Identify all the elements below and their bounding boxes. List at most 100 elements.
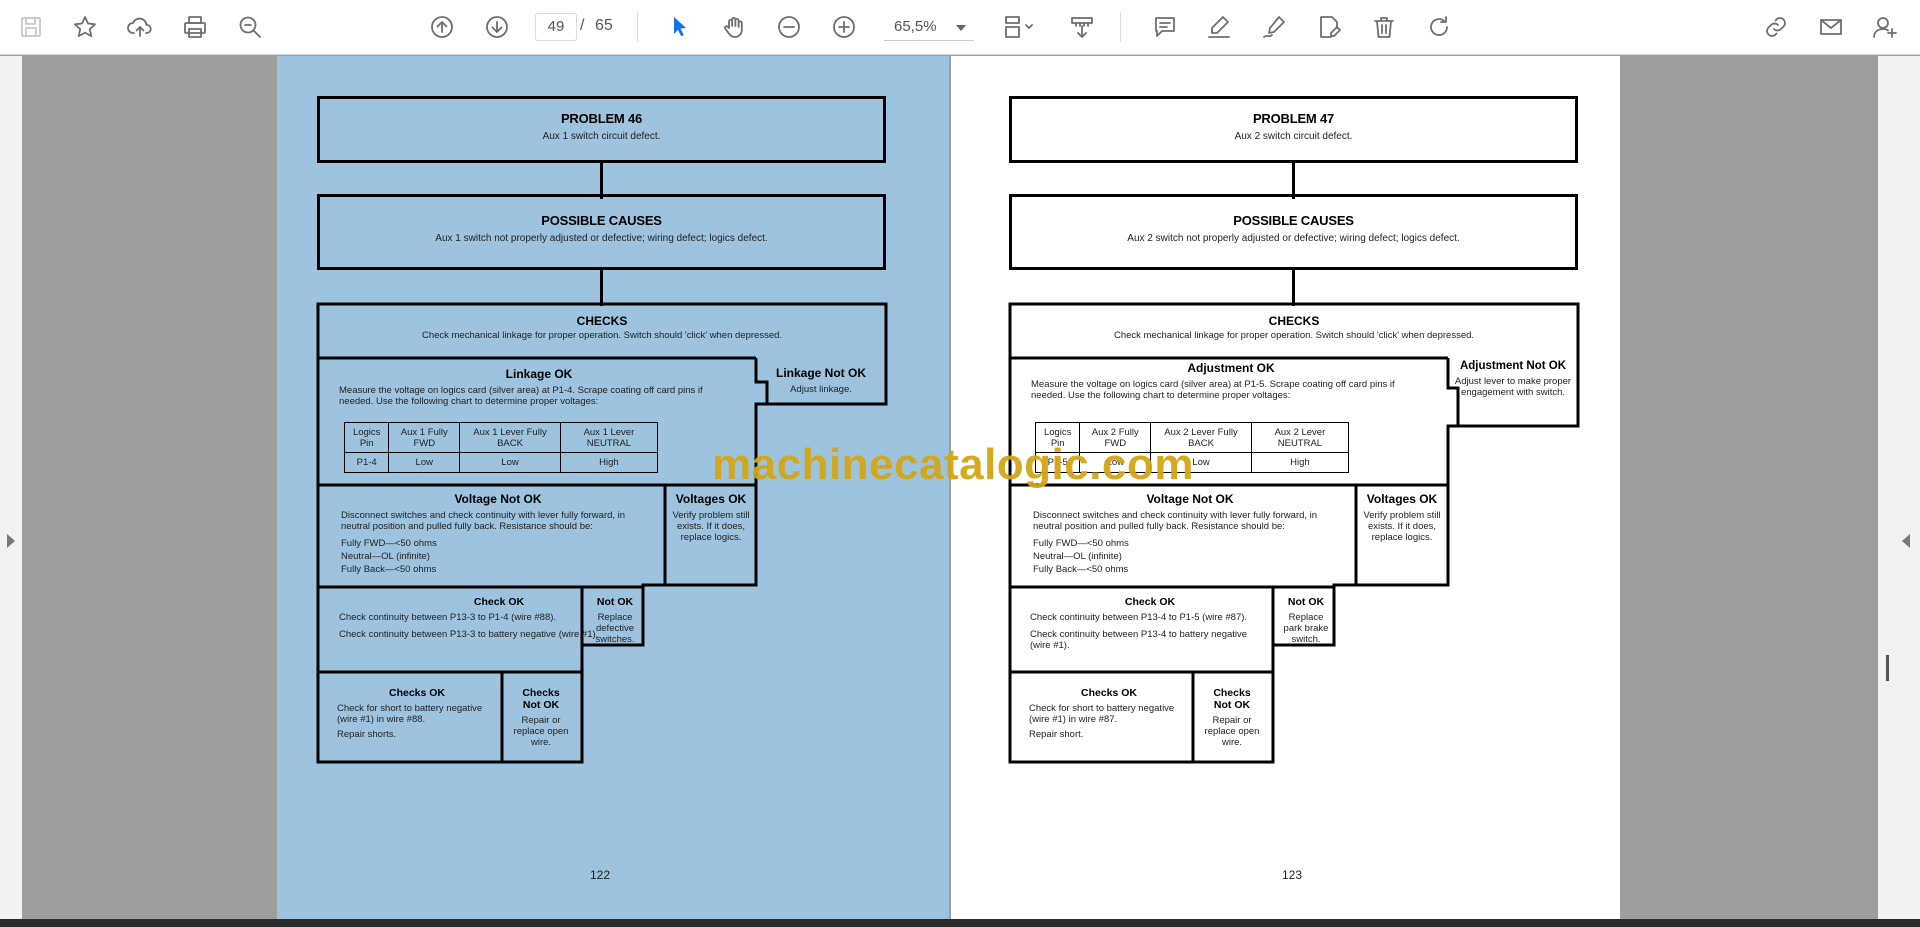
voltages-ok-title: Voltages OK — [675, 492, 747, 506]
connector-line — [1292, 270, 1295, 306]
causes-title: POSSIBLE CAUSES — [541, 213, 662, 228]
delete-trash-icon[interactable] — [1365, 8, 1403, 46]
checks-not-ok-section: Checks Not OK Repair or replace open wir… — [513, 687, 569, 748]
save-icon[interactable] — [12, 8, 50, 46]
table-header-cell: Aux 2 Lever NEUTRAL — [1250, 422, 1350, 453]
problem-box: PROBLEM 47 Aux 2 switch circuit defect. — [1009, 96, 1578, 163]
voltages-ok-title: Voltages OK — [1366, 492, 1438, 506]
page-display-mode-icon[interactable] — [996, 8, 1040, 46]
checks-subtitle: Check mechanical linkage for proper oper… — [1113, 330, 1475, 341]
adjustment-not-ok-body: Adjust lever to make proper engagement w… — [1454, 376, 1572, 398]
resistance-line: Fully FWD—<50 ohms — [1033, 538, 1129, 549]
left-panel-strip — [0, 56, 22, 920]
comment-icon[interactable] — [1146, 8, 1184, 46]
table-header-cell: Aux 1 Lever NEUTRAL — [559, 422, 659, 453]
causes-title: POSSIBLE CAUSES — [1233, 213, 1354, 228]
page-number: 123 — [1282, 868, 1303, 882]
zoom-in-icon[interactable] — [825, 8, 863, 46]
zoom-out-icon[interactable] — [770, 8, 808, 46]
previous-page-icon[interactable] — [423, 8, 461, 46]
page-total: 65 — [595, 17, 613, 34]
page-separator: / — [580, 17, 585, 34]
linkage-ok-body: Measure the voltage on logics card (silv… — [339, 385, 703, 407]
checks-ok-body: Check for short to battery negative (wir… — [1029, 703, 1175, 725]
voltages-ok-section: Voltages OK Verify problem still exists.… — [1360, 492, 1444, 543]
voltages-ok-body: Verify problem still exists. If it does,… — [1363, 510, 1441, 543]
checks-section: CHECKS Check mechanical linkage for prop… — [321, 314, 883, 341]
check-ok-section: Check OK Check continuity between P13-4 … — [1030, 596, 1270, 651]
possible-causes-box: POSSIBLE CAUSES Aux 1 switch not properl… — [317, 194, 886, 270]
adjustment-ok-title: Adjustment OK — [1187, 361, 1275, 375]
voltage-not-ok-title: Voltage Not OK — [1146, 492, 1234, 506]
table-cell: High — [559, 452, 659, 473]
right-panel-strip — [1878, 56, 1920, 920]
page-123: PROBLEM 47 Aux 2 switch circuit defect. … — [951, 56, 1620, 920]
possible-causes-box: POSSIBLE CAUSES Aux 2 switch not properl… — [1009, 194, 1578, 270]
chevron-down-icon — [956, 25, 966, 31]
voltage-table: Logics Pin Aux 1 Fully FWD Aux 1 Lever F… — [343, 422, 659, 473]
checks-ok-body: Repair short. — [1029, 729, 1084, 740]
redo-rotate-icon[interactable] — [1420, 8, 1458, 46]
not-ok-title: Not OK — [1287, 596, 1325, 608]
resistance-line: Fully Back—<50 ohms — [1033, 564, 1129, 575]
zoom-search-icon[interactable] — [231, 8, 269, 46]
adjustment-ok-section: Adjustment OK Measure the voltage on log… — [1031, 361, 1431, 401]
table-cell: Low — [1079, 452, 1152, 473]
linkage-ok-title: Linkage OK — [505, 367, 573, 381]
email-icon[interactable] — [1812, 8, 1850, 46]
voltage-not-ok-section: Voltage Not OK Disconnect switches and c… — [341, 492, 655, 575]
share-link-icon[interactable] — [1757, 8, 1795, 46]
table-cell: Low — [459, 452, 561, 473]
checks-title: CHECKS — [576, 314, 628, 328]
voltage-not-ok-body: Disconnect switches and check continuity… — [1033, 510, 1318, 532]
resistance-line: Neutral—OL (infinite) — [341, 551, 430, 562]
add-user-icon[interactable] — [1866, 8, 1904, 46]
check-ok-body: Check continuity between P13-4 to batter… — [1030, 629, 1248, 651]
check-ok-body: Check continuity between P13-4 to P1-5 (… — [1030, 612, 1248, 623]
upload-cloud-icon[interactable] — [121, 8, 159, 46]
voltage-not-ok-title: Voltage Not OK — [454, 492, 542, 506]
scrollbar-thumb[interactable] — [1886, 655, 1889, 681]
adjustment-not-ok-section: Adjustment Not OK Adjust lever to make p… — [1451, 360, 1575, 398]
causes-subtitle: Aux 2 switch not properly adjusted or de… — [1127, 233, 1460, 244]
adjustment-not-ok-title: Adjustment Not OK — [1459, 360, 1567, 372]
page-number-input[interactable]: 49 — [535, 13, 577, 41]
problem-subtitle: Aux 2 switch circuit defect. — [1234, 131, 1353, 142]
table-cell: Low — [388, 452, 461, 473]
resistance-line: Fully Back—<50 ohms — [341, 564, 437, 575]
scroll-mode-icon[interactable] — [1063, 8, 1101, 46]
connector-line — [600, 270, 603, 306]
not-ok-title: Not OK — [596, 596, 634, 608]
problem-box: PROBLEM 46 Aux 1 switch circuit defect. — [317, 96, 886, 163]
check-ok-title: Check OK — [1124, 596, 1176, 608]
table-header-cell: Aux 1 Lever Fully BACK — [459, 422, 561, 453]
toolbar-divider — [637, 12, 638, 42]
hand-tool-icon[interactable] — [715, 8, 753, 46]
highlight-pen-icon[interactable] — [1200, 8, 1238, 46]
expand-left-panel-icon[interactable] — [7, 534, 15, 548]
checks-ok-body: Check for short to battery negative (wir… — [337, 703, 483, 725]
causes-subtitle: Aux 1 switch not properly adjusted or de… — [435, 233, 768, 244]
draw-pen-icon[interactable] — [1255, 8, 1293, 46]
zoom-level-dropdown[interactable]: 65,5% — [884, 13, 974, 41]
table-header-cell: Aux 2 Lever Fully BACK — [1150, 422, 1252, 453]
next-page-icon[interactable] — [478, 8, 516, 46]
checks-ok-body: Repair shorts. — [337, 729, 397, 740]
voltages-ok-body: Verify problem still exists. If it does,… — [672, 510, 750, 543]
linkage-ok-section: Linkage OK Measure the voltage on logics… — [339, 367, 739, 407]
checks-not-ok-title: Checks Not OK — [1213, 687, 1251, 711]
linkage-not-ok-title: Linkage Not OK — [775, 366, 866, 380]
select-cursor-icon[interactable] — [660, 8, 698, 46]
star-icon[interactable] — [66, 8, 104, 46]
page-number: 122 — [590, 868, 611, 882]
toolbar: 49 / 65 65,5% — [0, 0, 1920, 55]
table-cell: High — [1250, 452, 1350, 473]
checks-section: CHECKS Check mechanical linkage for prop… — [1013, 314, 1575, 341]
page-122: PROBLEM 46 Aux 1 switch circuit defect. … — [277, 56, 949, 920]
expand-right-panel-icon[interactable] — [1902, 534, 1910, 548]
fill-sign-icon[interactable] — [1310, 8, 1348, 46]
print-icon[interactable] — [176, 8, 214, 46]
checks-ok-section: Checks OK Check for short to battery neg… — [337, 687, 497, 740]
table-header-cell: Logics Pin — [343, 422, 390, 453]
linkage-not-ok-body: Adjust linkage. — [790, 384, 852, 395]
